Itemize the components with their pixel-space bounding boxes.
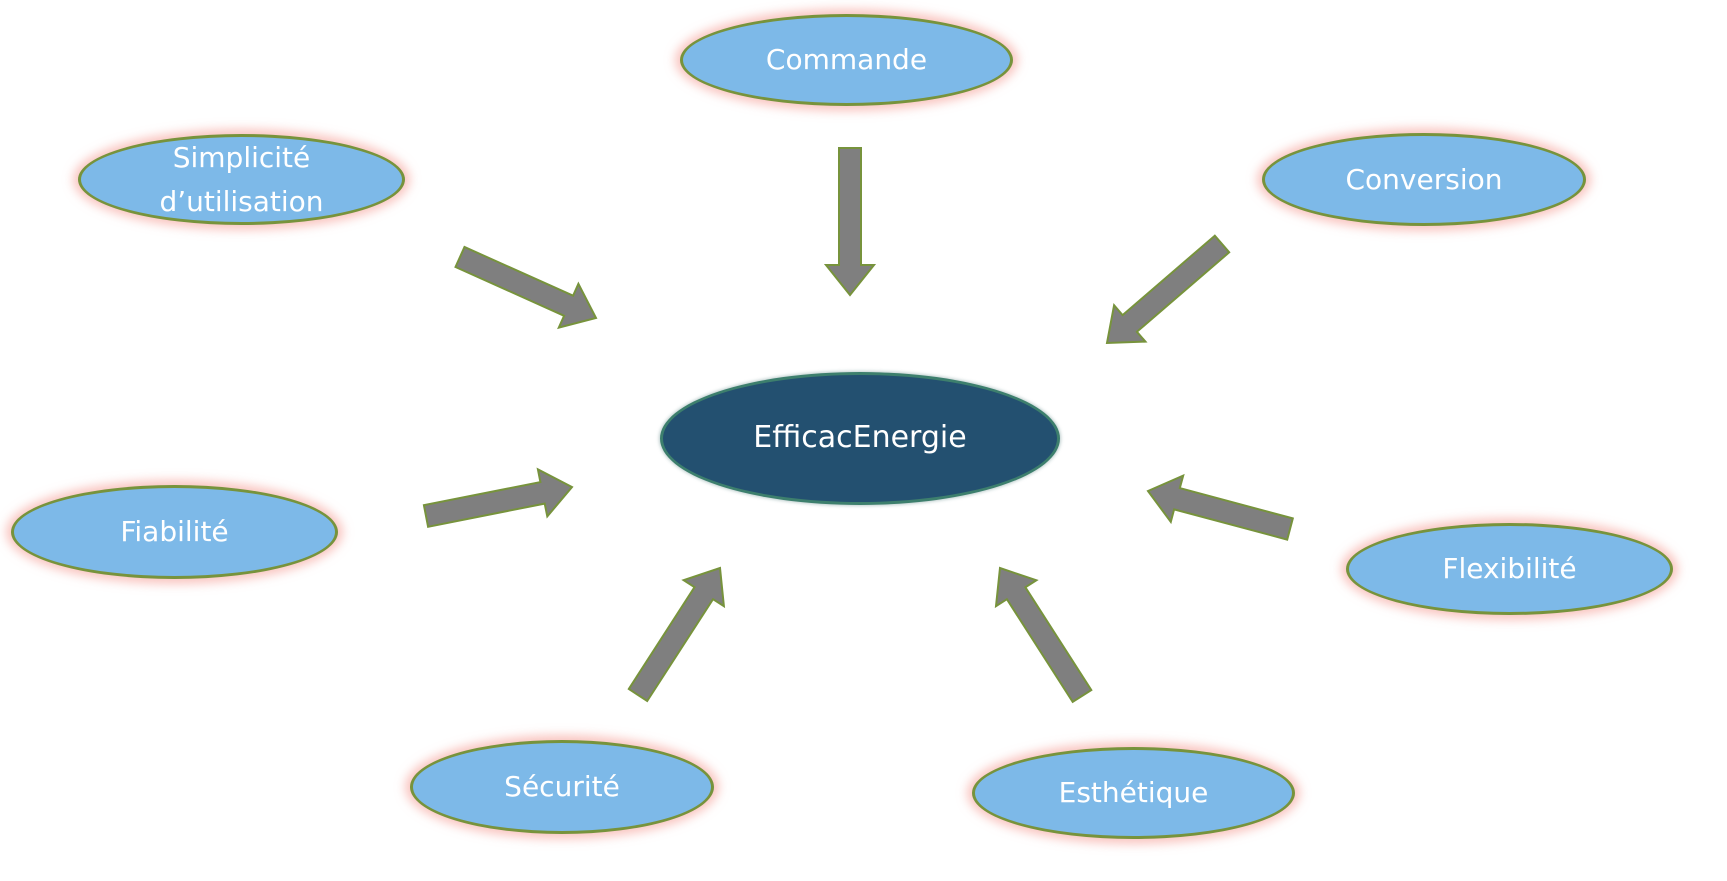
arrow-securite-to-center bbox=[627, 566, 726, 703]
node-securite: Sécurité bbox=[410, 740, 714, 834]
node-commande: Commande bbox=[680, 14, 1013, 106]
node-esthetique-label: Esthétique bbox=[1058, 776, 1209, 810]
node-conversion-label: Conversion bbox=[1345, 162, 1503, 196]
node-flexibilite-label: Flexibilité bbox=[1442, 552, 1577, 586]
node-fiabilite: Fiabilité bbox=[11, 485, 338, 579]
node-securite-label: Sécurité bbox=[504, 770, 620, 804]
node-conversion: Conversion bbox=[1262, 133, 1586, 226]
arrow-commande-to-center bbox=[823, 147, 877, 297]
node-fiabilite-label: Fiabilité bbox=[120, 515, 229, 549]
node-commande-label: Commande bbox=[765, 43, 928, 77]
node-flexibilite: Flexibilité bbox=[1346, 523, 1673, 615]
node-center-efficacenergie: EfficacEnergie bbox=[660, 372, 1060, 505]
node-esthetique: Esthétique bbox=[972, 747, 1295, 839]
node-simplicite-utilisation: Simplicité d’utilisation bbox=[78, 134, 405, 225]
arrow-conversion-to-center bbox=[1105, 234, 1231, 345]
arrow-fiabilite-to-center bbox=[422, 467, 574, 528]
node-simplicite-utilisation-label: Simplicité d’utilisation bbox=[159, 141, 324, 218]
node-center-label: EfficacEnergie bbox=[753, 420, 967, 456]
arrow-simplicite-to-center bbox=[454, 245, 598, 330]
arrow-flexibilite-to-center bbox=[1146, 473, 1295, 541]
arrow-esthetique-to-center bbox=[994, 566, 1093, 704]
